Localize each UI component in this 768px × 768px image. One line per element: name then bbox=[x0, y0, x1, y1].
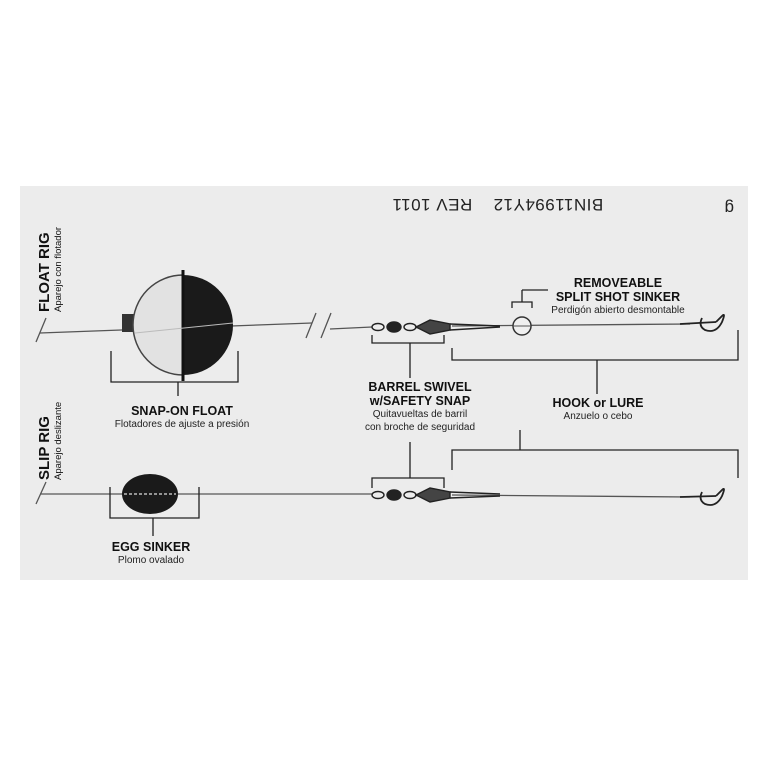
float-rig-title: FLOAT RIG bbox=[36, 232, 53, 312]
line-break-slip bbox=[35, 481, 47, 505]
split-shot-line2: SPLIT SHOT SINKER bbox=[555, 290, 681, 304]
egg-sinker-label: EGG SINKER Plomo ovalado bbox=[112, 540, 191, 567]
swivel-sub2: con broche de seguridad bbox=[364, 422, 476, 433]
slip-swivel-snap bbox=[371, 487, 501, 503]
slip-rig-title: SLIP RIG bbox=[36, 416, 53, 480]
slip-rig-leader bbox=[451, 494, 691, 498]
split-shot-line1: REMOVEABLE bbox=[573, 276, 663, 290]
hook-label: HOOK or LURE Anzuelo o cebo bbox=[553, 396, 644, 423]
hook-bracket-top bbox=[451, 330, 739, 361]
swivel-sub1: Quitavueltas de barril bbox=[372, 409, 468, 420]
swivel-line1: BARREL SWIVEL bbox=[368, 380, 472, 394]
line-break-mid-2 bbox=[320, 312, 332, 339]
snap-float-label: SNAP-ON FLOAT Flotadores de ajuste a pre… bbox=[115, 404, 250, 431]
swivel-bracket-top bbox=[371, 335, 445, 344]
slip-rig-subtitle: Aparejo deslizante bbox=[53, 401, 64, 480]
float-rig-subtitle: Aparejo con flotador bbox=[53, 226, 64, 312]
code-rev: REV 1011 bbox=[392, 195, 473, 214]
slip-rig-title-block: SLIP RIG Aparejo deslizante bbox=[36, 401, 65, 480]
float-swivel-snap bbox=[371, 319, 501, 335]
rig-diagram-card bbox=[20, 186, 748, 580]
slip-rig-hook bbox=[679, 487, 725, 506]
swivel-line2: w/SAFETY SNAP bbox=[369, 394, 471, 408]
code-mark: g bbox=[724, 199, 734, 218]
split-shot-sinker bbox=[512, 316, 532, 336]
split-shot-bracket bbox=[511, 301, 533, 308]
egg-sinker-sub: Plomo ovalado bbox=[117, 555, 185, 566]
swivel-bracket-bottom bbox=[371, 477, 445, 488]
product-code: BIN11994Y12 REV 1011 bbox=[392, 194, 603, 214]
snap-float-title: SNAP-ON FLOAT bbox=[131, 404, 233, 418]
egg-sinker-bracket bbox=[109, 487, 200, 519]
float-rig-hook bbox=[679, 313, 725, 332]
split-shot-label: REMOVEABLE SPLIT SHOT SINKER Perdigón ab… bbox=[551, 276, 684, 317]
code-number: BIN11994Y12 bbox=[493, 195, 604, 214]
egg-sinker-title: EGG SINKER bbox=[111, 540, 191, 554]
hook-bracket-bottom bbox=[451, 449, 739, 478]
hook-sub: Anzuelo o cebo bbox=[563, 411, 633, 422]
swivel-label: BARREL SWIVEL w/SAFETY SNAP Quitavueltas… bbox=[365, 380, 475, 434]
snap-on-float bbox=[122, 270, 234, 381]
float-rig-title-block: FLOAT RIG Aparejo con flotador bbox=[36, 226, 65, 312]
float-bracket bbox=[110, 351, 239, 383]
split-shot-sub: Perdigón abierto desmontable bbox=[551, 305, 685, 316]
hook-title: HOOK or LURE bbox=[552, 396, 644, 410]
egg-sinker bbox=[122, 474, 178, 514]
line-break-left bbox=[35, 317, 47, 343]
float-rig-line-2 bbox=[329, 326, 373, 330]
line-break-mid-1 bbox=[305, 312, 317, 339]
snap-float-sub: Flotadores de ajuste a presión bbox=[114, 419, 250, 430]
